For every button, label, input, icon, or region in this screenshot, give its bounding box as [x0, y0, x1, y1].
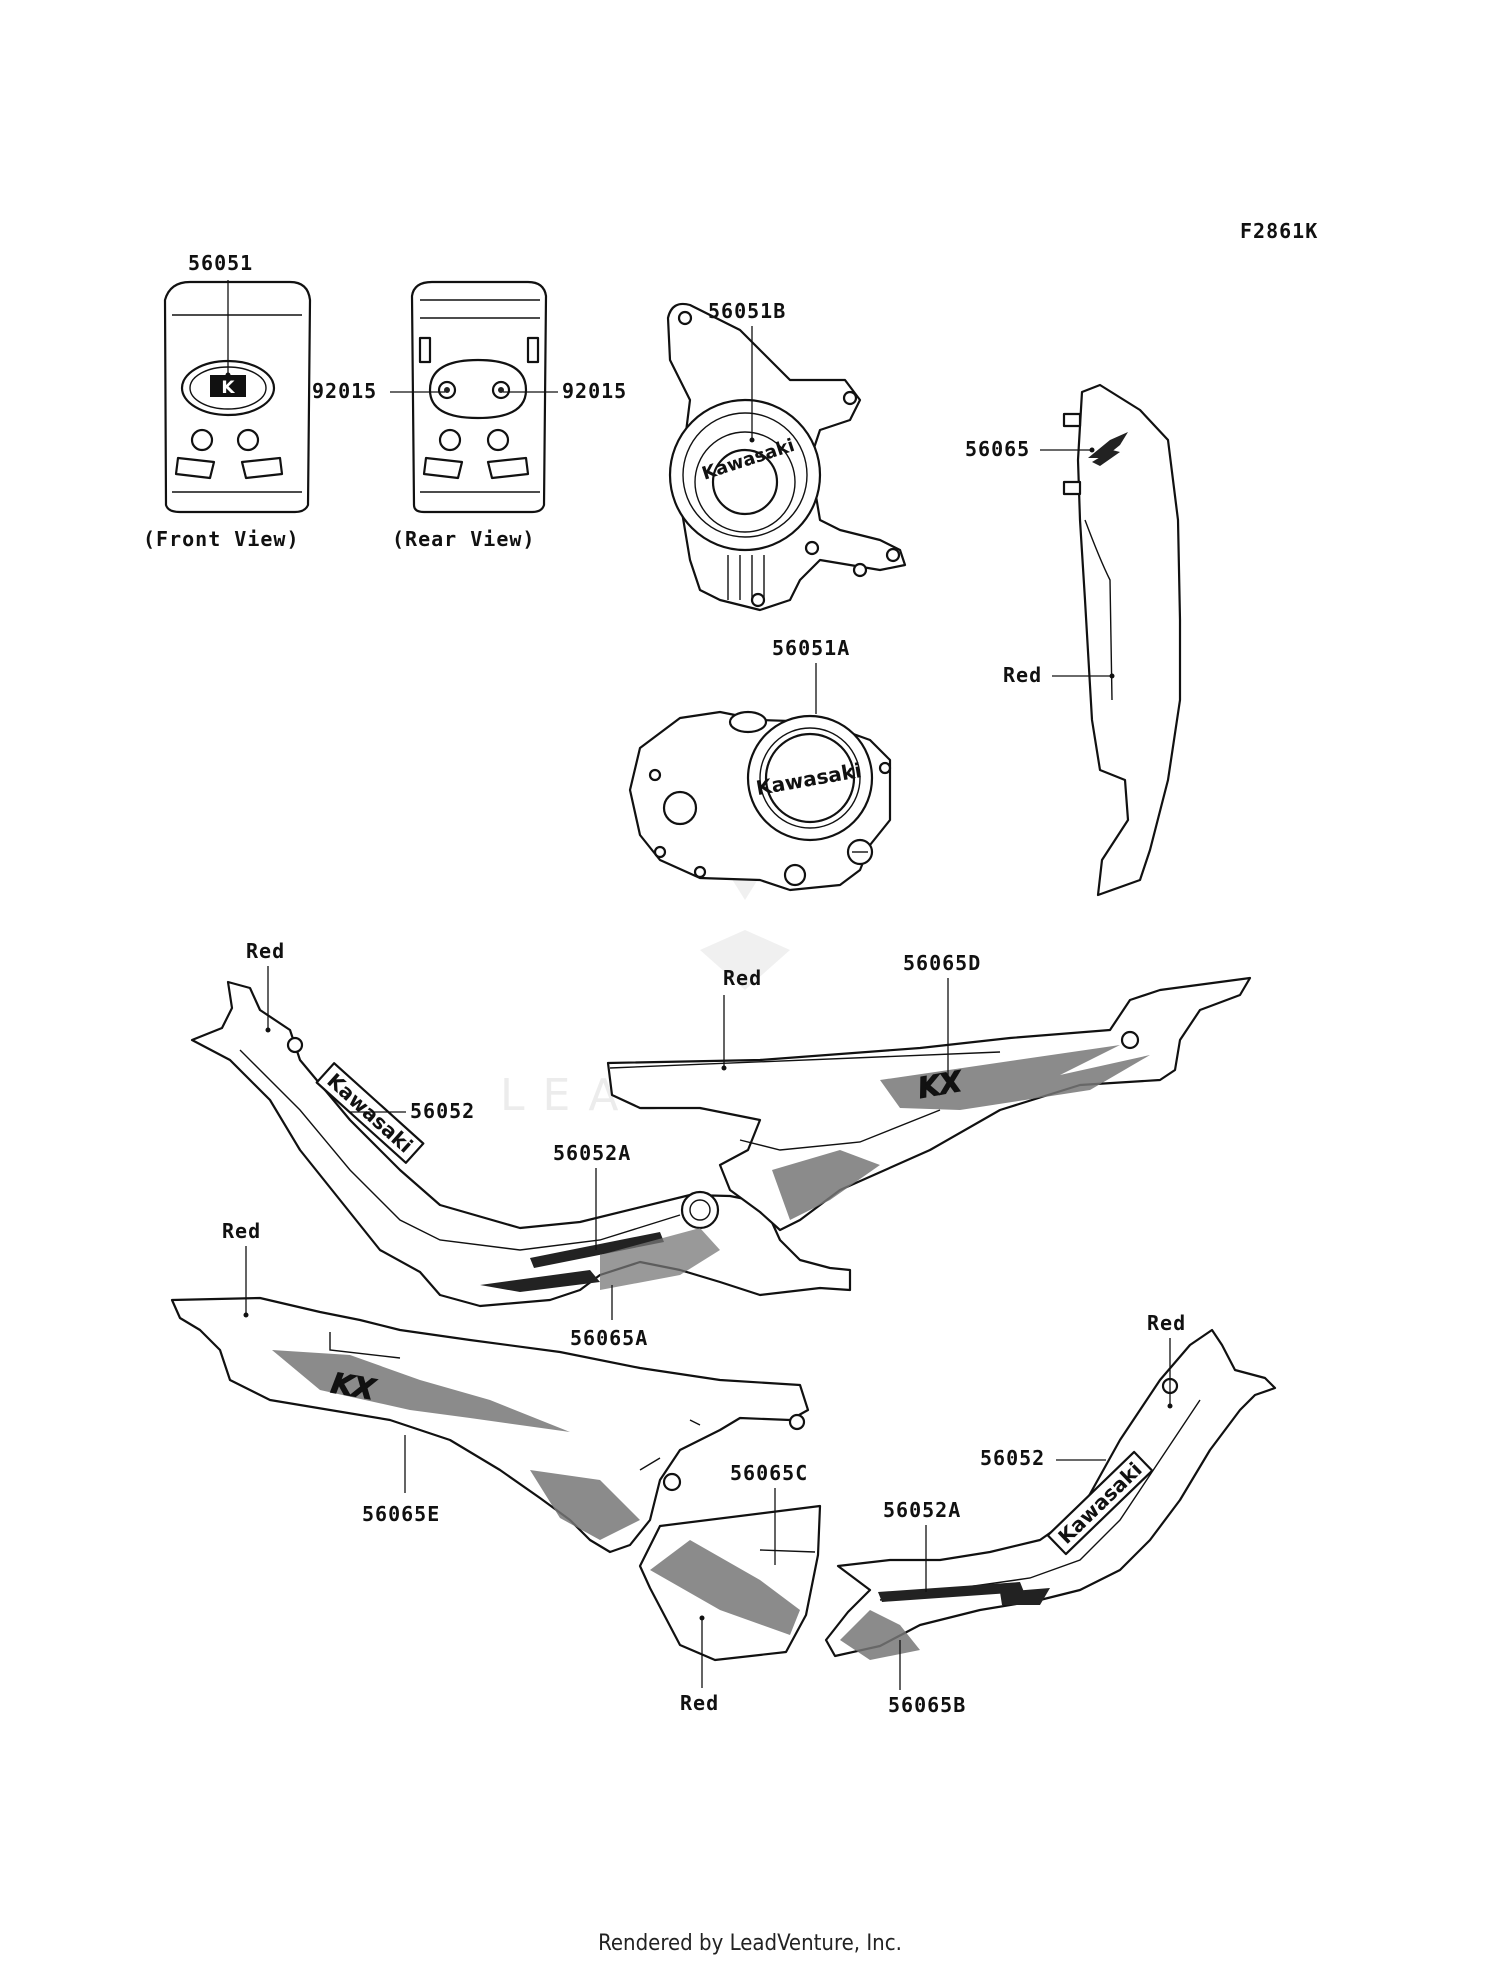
model-logo-lower: KX	[329, 1366, 379, 1406]
part-number-56051: 56051	[188, 251, 253, 275]
upper-frame-graphic: Kawasaki Red 56052 56052A 56065A	[190, 939, 852, 1350]
part-number-56065E: 56065E	[362, 1502, 440, 1526]
part-number-56051B: 56051B	[708, 299, 786, 323]
small-side-panel: 56065C Red	[638, 1461, 822, 1715]
part-number-56065C: 56065C	[730, 1461, 808, 1485]
color-red-lower-right: Red	[1147, 1311, 1186, 1335]
clutch-cover: Kawasaki 56051A	[628, 636, 892, 892]
front-view-caption: (Front View)	[143, 527, 300, 551]
part-number-92015-left: 92015	[312, 379, 377, 403]
upper-right-shroud-graphic: KX Red 56065D	[606, 951, 1252, 1232]
part-number-56052A-upper: 56052A	[553, 1141, 631, 1165]
part-number-56052-lower: 56052	[980, 1446, 1045, 1470]
part-number-56051A: 56051A	[772, 636, 850, 660]
generator-cover: Kawasaki 56051B	[666, 299, 907, 612]
part-number-56052A-lower: 56052A	[883, 1498, 961, 1522]
color-red-side-panel: Red	[680, 1691, 719, 1715]
color-red-shroud: Red	[1003, 663, 1042, 687]
color-red-upper-shroud: Red	[723, 966, 762, 990]
lower-left-shroud-graphic: KX Red 56065E	[170, 1219, 810, 1554]
model-logo-upper: KX	[915, 1065, 965, 1105]
rear-view-caption: (Rear View)	[392, 527, 535, 551]
part-number-56065D: 56065D	[903, 951, 981, 975]
part-number-56065A: 56065A	[570, 1326, 648, 1350]
lower-right-frame-graphic: Kawasaki Red 56052 56052A 56065B	[824, 1311, 1277, 1717]
k-emblem-logo: K	[221, 378, 235, 398]
part-number-56052-upper: 56052	[410, 1099, 475, 1123]
color-red-upper-frame: Red	[246, 939, 285, 963]
part-number-56065B: 56065B	[888, 1693, 966, 1717]
rear-view-panel: 92015 92015 (Rear View)	[312, 280, 627, 551]
front-view-panel: K 56051 (Front View)	[143, 251, 312, 551]
footer-credit: Rendered by LeadVenture, Inc.	[598, 1931, 902, 1956]
figure-code: F2861K	[1240, 219, 1318, 243]
part-number-56065: 56065	[965, 437, 1030, 461]
color-red-lower-left: Red	[222, 1219, 261, 1243]
part-number-92015-right: 92015	[562, 379, 627, 403]
side-shroud: 56065 Red	[965, 383, 1182, 897]
